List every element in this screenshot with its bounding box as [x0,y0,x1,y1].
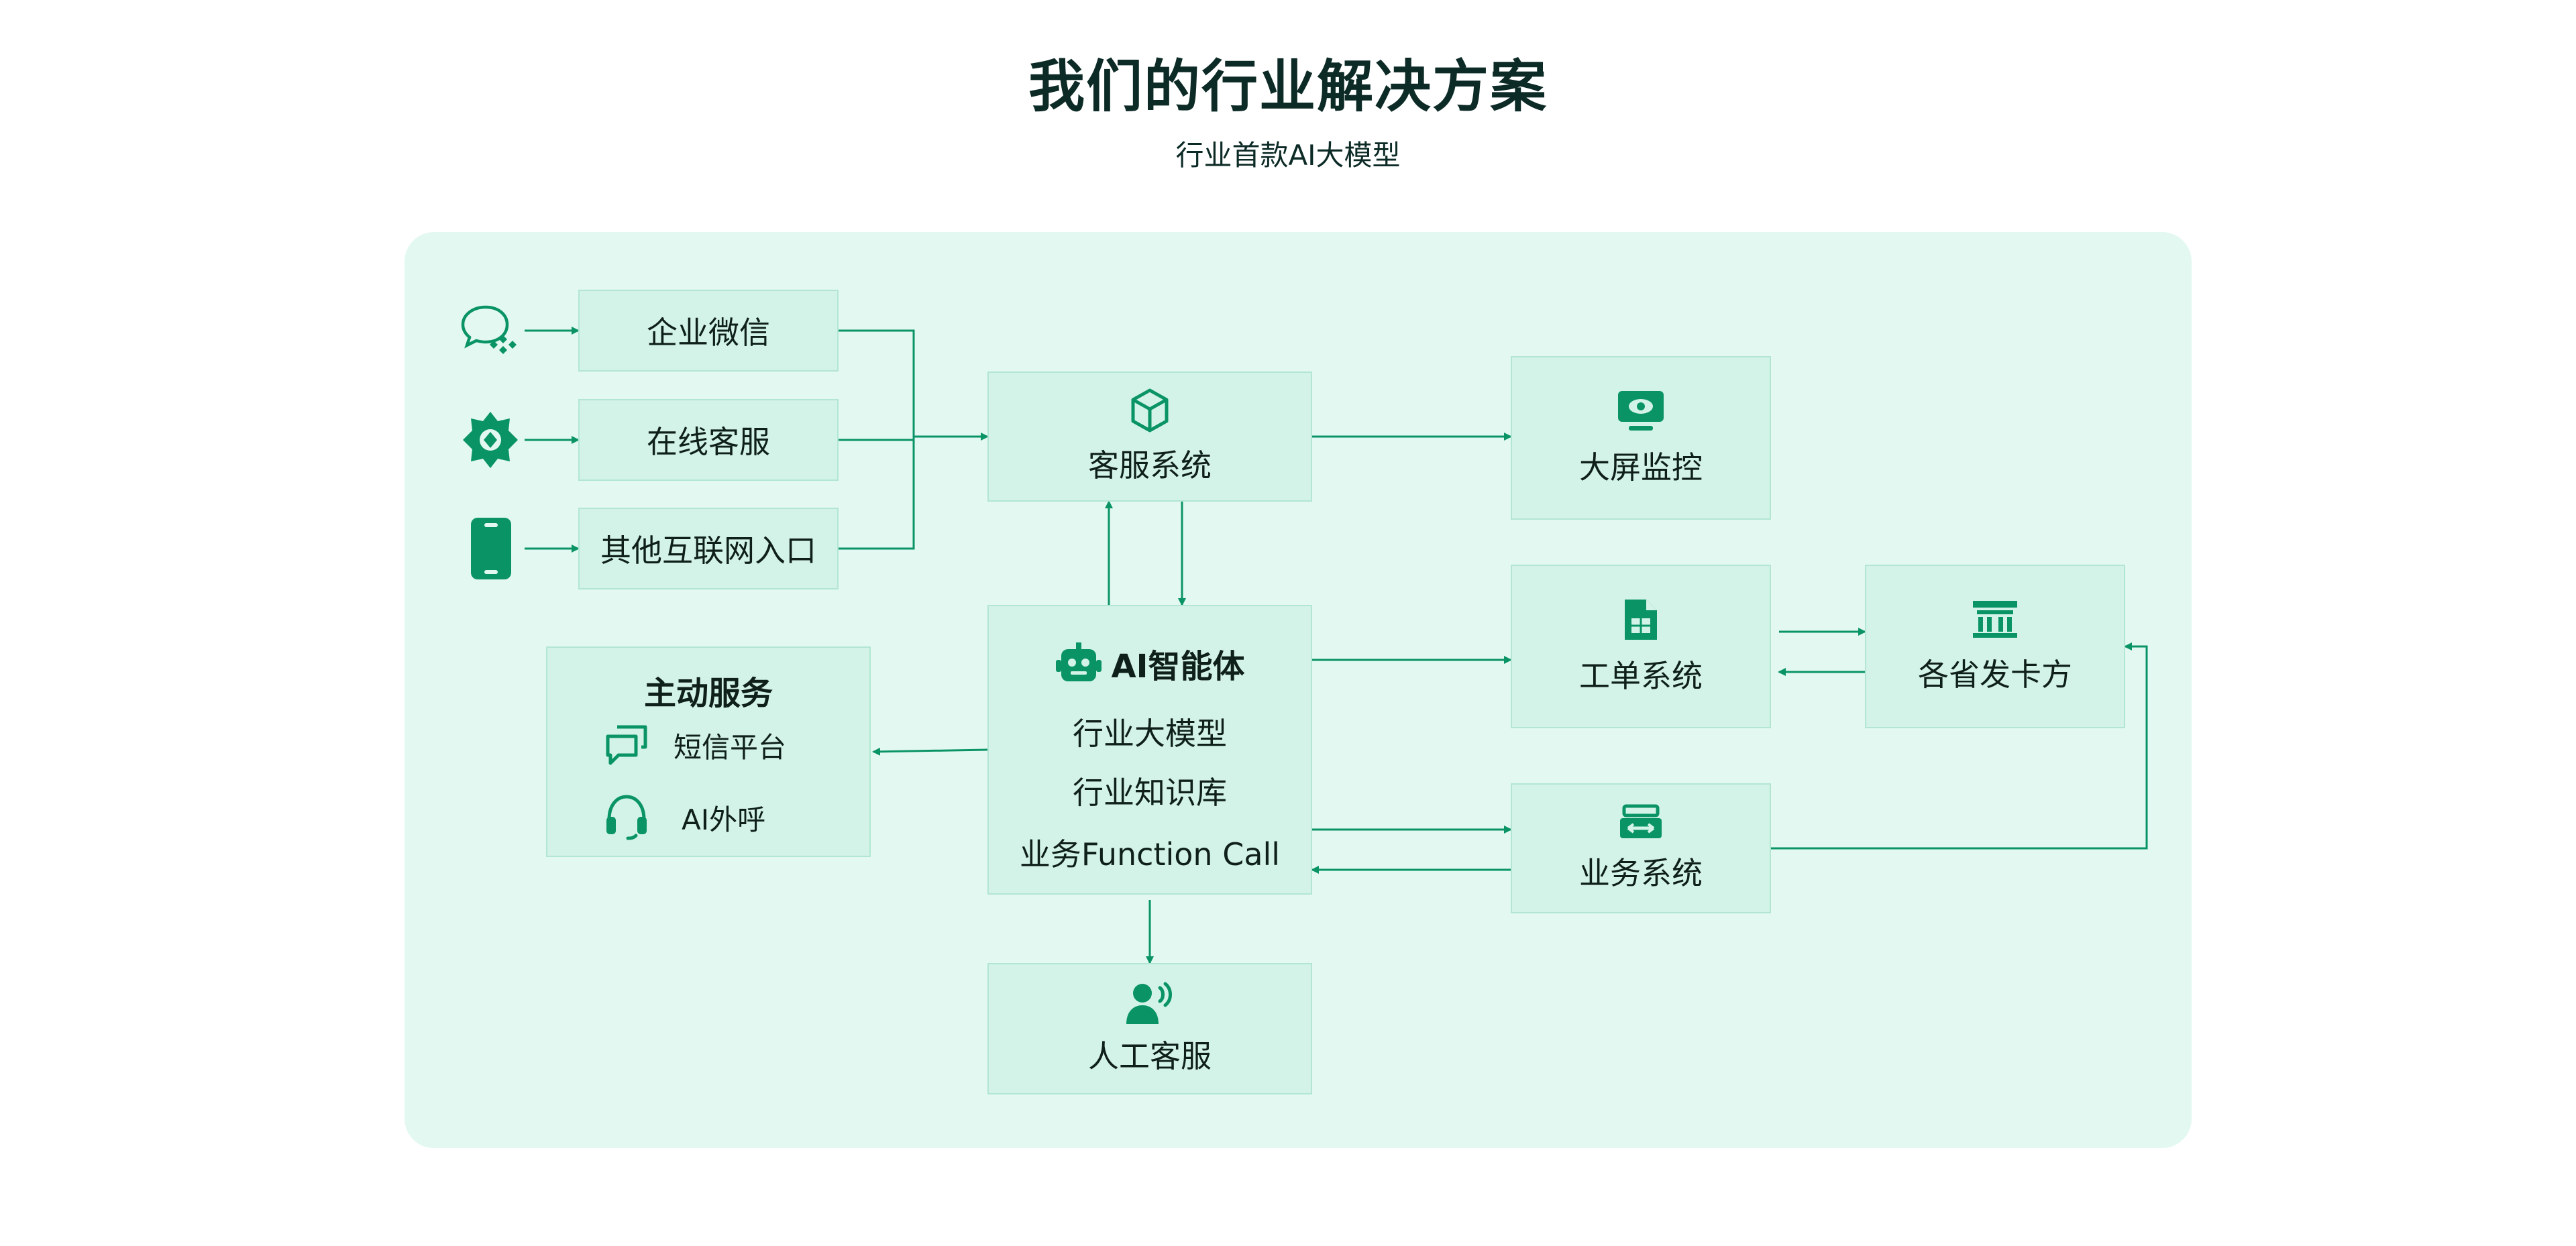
cs-system-box[interactable]: 客服系统 [987,372,1312,502]
channel-online-label: 在线客服 [647,424,770,460]
headset-icon [606,795,647,840]
channel-other-box[interactable]: 其他互联网入口 [578,508,839,589]
ai-agent-box[interactable]: AI智能体 行业大模型 行业知识库 业务Function Call [987,605,1312,895]
online-service-icon [463,412,518,468]
issuers-box[interactable]: 各省发卡方 [1865,565,2125,728]
cube-icon [1131,388,1169,433]
arrow-business-to-issuer [1771,642,2148,850]
mobile-phone-icon [471,518,511,579]
ticket-system-box[interactable]: 工单系统 [1511,565,1771,728]
ai-agent-item-model: 行业大模型 [1073,716,1227,752]
cs-system-label: 客服系统 [1088,447,1212,484]
robot-icon [1056,642,1102,681]
channel-wecom-box[interactable]: 企业微信 [578,290,839,372]
big-screen-box[interactable]: 大屏监控 [1511,356,1771,520]
human-agent-label: 人工客服 [1088,1038,1212,1074]
wechat-icon [461,305,517,354]
arrow-ai-to-active [872,747,988,756]
active-service-call-row[interactable]: AI外呼 [604,793,765,842]
chat-bubbles-icon [606,725,647,765]
active-service-title: 主动服务 [643,675,773,712]
ticket-system-label: 工单系统 [1579,658,1703,694]
ai-agent-title: AI智能体 [1111,648,1245,685]
ai-agent-item-knowledge: 行业知识库 [1073,775,1227,811]
speaking-person-icon [1126,982,1172,1024]
channel-wecom-label: 企业微信 [647,315,770,351]
human-agent-box[interactable]: 人工客服 [987,963,1312,1094]
sms-platform-label: 短信平台 [674,730,787,764]
business-system-label: 业务系统 [1579,855,1703,891]
bank-building-icon [1973,601,2017,638]
ai-agent-item-function-call: 业务Function Call [1019,836,1281,872]
channel-other-label: 其他互联网入口 [600,532,816,569]
page-subtitle: 行业首款AI大模型 [1175,139,1401,172]
big-screen-label: 大屏监控 [1579,449,1703,486]
active-service-sms-row[interactable]: 短信平台 [604,724,786,766]
business-system-box[interactable]: 业务系统 [1511,783,1771,913]
issuers-label: 各省发卡方 [1918,657,2072,693]
channel-online-box[interactable]: 在线客服 [578,399,839,481]
server-box-icon [1620,804,1662,838]
document-icon [1625,600,1657,640]
monitor-eye-icon [1618,391,1664,431]
page-title: 我们的行业解决方案 [1028,54,1548,119]
ai-call-label: AI外呼 [682,803,766,836]
active-service-box[interactable]: 主动服务 短信平台 AI外呼 [546,646,871,857]
